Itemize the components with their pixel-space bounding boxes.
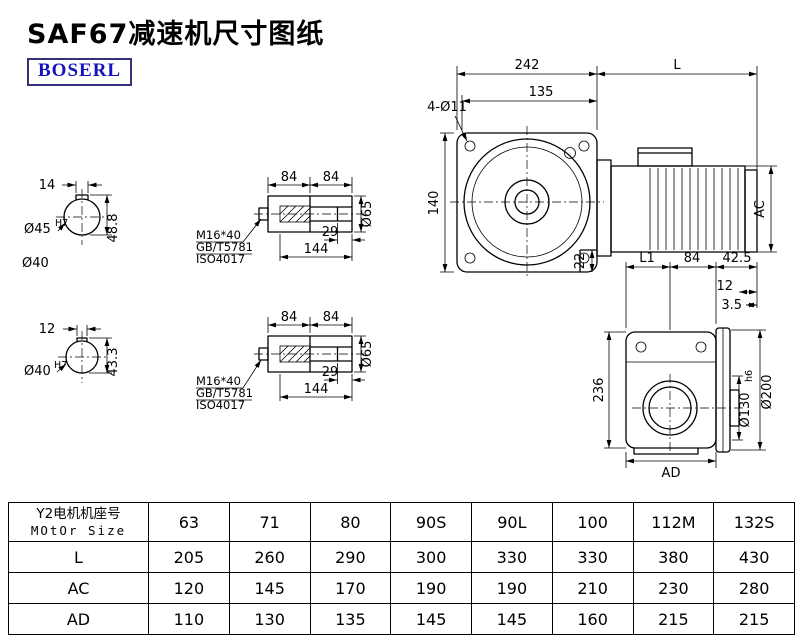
motor-size-table: Y2电机机座号 MOtOr Size 63 71 80 90S 90L 100 …	[8, 502, 795, 635]
dim-22-label: 22	[573, 253, 588, 270]
value-cell: 330	[471, 541, 553, 573]
dim-242-label: 242	[515, 58, 540, 73]
row-label-AD: AD	[8, 603, 149, 635]
dim-135-label: 135	[529, 85, 554, 100]
dim-84-left-label: 84	[281, 170, 298, 185]
dim-84-right-label: 84	[323, 310, 340, 325]
dim-42-5-label: 42.5	[723, 251, 752, 266]
value-cell: 380	[632, 541, 715, 573]
dim-12-flange-label: 12	[716, 279, 733, 294]
size-cell: 112M	[632, 502, 715, 542]
value-cell: 210	[551, 572, 634, 604]
dim-29-label: 29	[322, 365, 339, 380]
value-cell: 215	[713, 603, 795, 635]
page-title: SAF67减速机尺寸图纸	[27, 19, 325, 50]
dim-14-label: 14	[39, 178, 56, 193]
dim-84-right-label: 84	[323, 170, 340, 185]
dim-d200-label: Ø200	[760, 374, 775, 409]
size-cell: 71	[228, 502, 311, 542]
technical-drawing: 242 L 135 4-Ø11 140 22 AC	[22, 58, 777, 481]
dim-144-label: 144	[304, 242, 329, 257]
value-cell: 430	[713, 541, 795, 573]
table-row-AD: AD 110 130 135 145 145 160 215 215	[8, 603, 795, 635]
bolt-std-gb-label: GB/T5781	[196, 386, 253, 400]
dim-3-5-label: 3.5	[721, 298, 742, 313]
bore-d40-tolerance-label: H7	[54, 360, 67, 371]
bolt-spec-label: M16*40	[196, 228, 241, 242]
bolt-std-iso-label: ISO4017	[196, 252, 245, 266]
row-label-AC: AC	[8, 572, 149, 604]
dim-84-left-label: 84	[281, 310, 298, 325]
dim-d130-label: Ø130	[738, 392, 753, 427]
table-row-AC: AC 120 145 170 190 190 210 230 280	[8, 572, 795, 604]
bolt-std-iso-label: ISO4017	[196, 398, 245, 412]
dim-48-8-label: 48.8	[106, 214, 121, 243]
value-cell: 230	[632, 572, 715, 604]
table-row-L: L 205 260 290 300 330 330 380 430	[8, 541, 795, 573]
dim-144-label: 144	[304, 382, 329, 397]
value-cell: 205	[148, 541, 230, 573]
motor-size-label-en: MOtOr Size	[30, 522, 127, 538]
value-cell: 145	[471, 603, 553, 635]
value-cell: 170	[309, 572, 392, 604]
output-shaft-detail-bottom: 84 84 29 144 Ø65 M16*40 GB/T5781 ISO4017	[196, 310, 375, 412]
bolt-holes-label: 4-Ø11	[427, 100, 467, 115]
value-cell: 135	[309, 603, 392, 635]
bore-d40-label: Ø40	[24, 364, 51, 379]
motor-size-header-cell: Y2电机机座号 MOtOr Size	[8, 502, 149, 542]
value-cell: 160	[551, 603, 634, 635]
side-view: L1 84 42.5 12 3.5 236 Ø130 h6 Ø200 AD	[592, 251, 775, 481]
value-cell: 190	[390, 572, 472, 604]
value-cell: 215	[632, 603, 715, 635]
table-row-motor-size: Y2电机机座号 MOtOr Size 63 71 80 90S 90L 100 …	[8, 502, 795, 542]
value-cell: 300	[390, 541, 472, 573]
dim-140-label: 140	[427, 191, 442, 216]
motor-size-label-cn: Y2电机机座号	[36, 506, 121, 523]
size-cell: 63	[148, 502, 230, 542]
value-cell: 130	[228, 603, 311, 635]
value-cell: 145	[228, 572, 311, 604]
size-cell: 132S	[713, 502, 795, 542]
value-cell: 290	[309, 541, 392, 573]
dim-12-label: 12	[39, 322, 56, 337]
front-view: 242 L 135 4-Ø11 140 22 AC	[427, 58, 777, 279]
bolt-spec-label: M16*40	[196, 374, 241, 388]
value-cell: 260	[228, 541, 311, 573]
dim-d65-label: Ø65	[360, 341, 375, 368]
dim-ac-label: AC	[753, 200, 768, 218]
shaft-d40-label: Ø40	[22, 256, 49, 271]
row-label-L: L	[8, 541, 149, 573]
value-cell: 145	[390, 603, 472, 635]
value-cell: 190	[471, 572, 553, 604]
shaft-section-view-bottom: 12 Ø40 H7 43.3	[24, 322, 121, 383]
value-cell: 280	[713, 572, 795, 604]
dim-l1-label: L1	[639, 251, 655, 266]
bolt-std-gb-label: GB/T5781	[196, 240, 253, 254]
output-shaft-detail-top: 84 84 29 144 Ø65 M16*40 GB/T5781 ISO4017	[196, 170, 375, 266]
dim-43-3-label: 43.3	[106, 348, 121, 377]
dim-236-label: 236	[592, 378, 607, 403]
dim-d65-label: Ø65	[360, 201, 375, 228]
dim-d130-tolerance-label: h6	[744, 370, 755, 382]
size-cell: 100	[551, 502, 634, 542]
dim-84-label: 84	[684, 251, 701, 266]
value-cell: 330	[551, 541, 634, 573]
boserl-logo-text: BOSERL	[38, 60, 122, 81]
dim-ad-label: AD	[662, 466, 681, 481]
value-cell: 120	[148, 572, 230, 604]
dim-29-label: 29	[322, 225, 339, 240]
size-cell: 80	[309, 502, 392, 542]
bore-d45-label: Ø45	[24, 222, 51, 237]
size-cell: 90S	[390, 502, 472, 542]
boserl-logo: BOSERL	[27, 58, 133, 86]
value-cell: 110	[148, 603, 230, 635]
size-cell: 90L	[471, 502, 553, 542]
dim-motor-length-label: L	[673, 58, 681, 73]
shaft-section-view-top: 14 Ø45 H7 48.8 Ø40	[22, 178, 121, 271]
